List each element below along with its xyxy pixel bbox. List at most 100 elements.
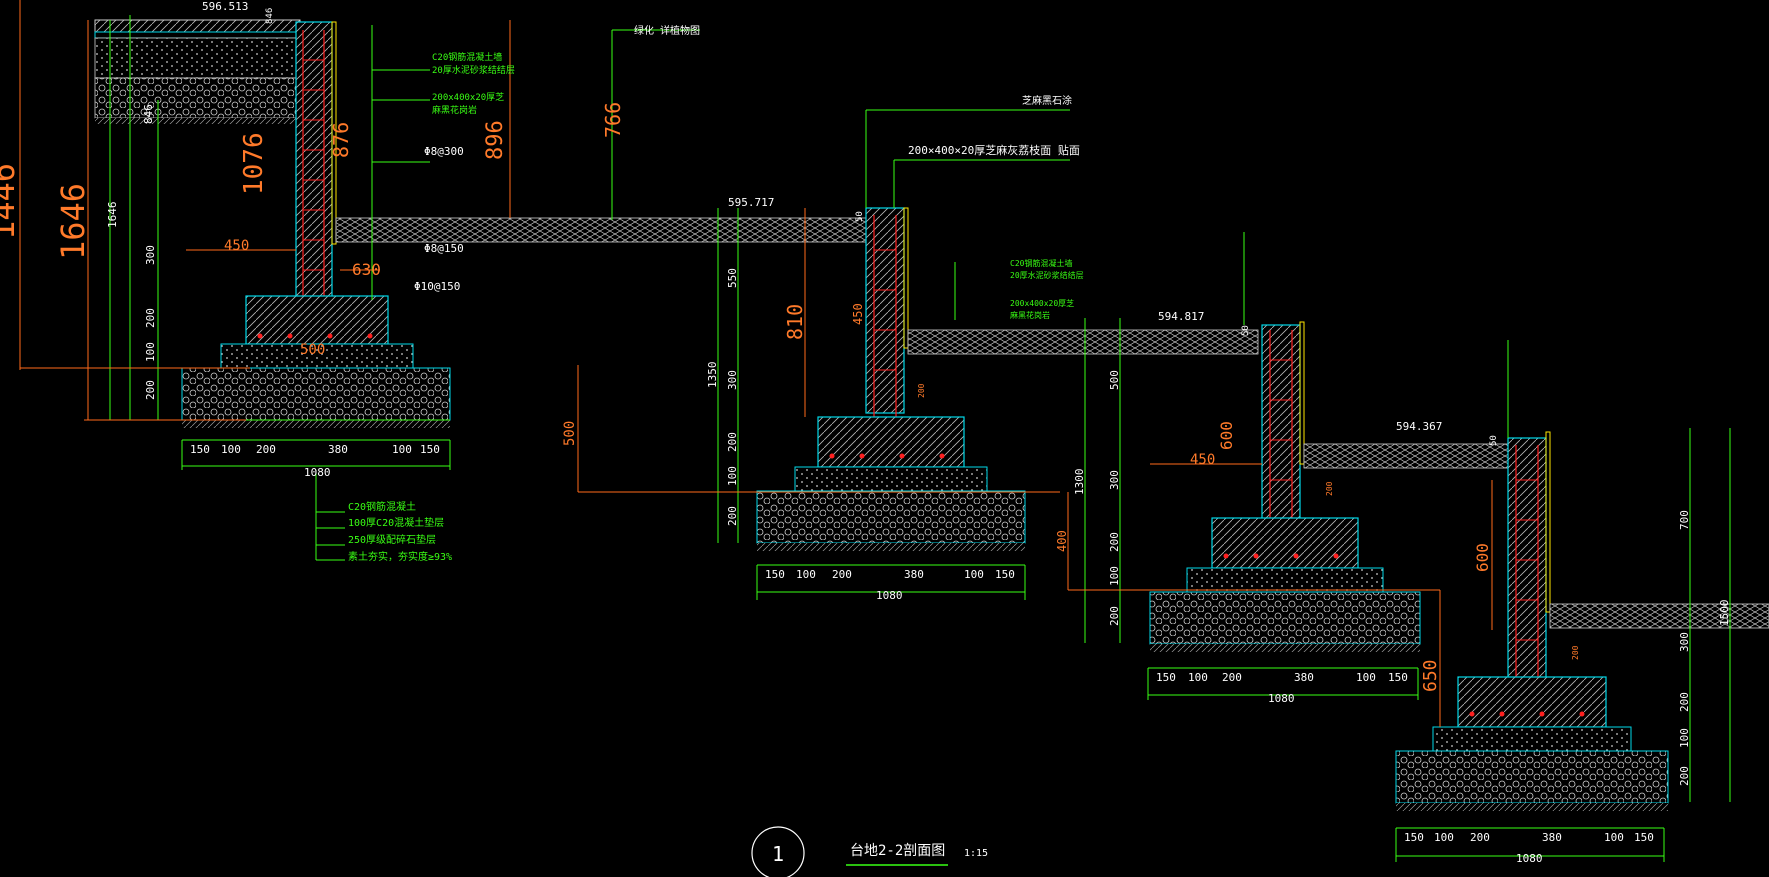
w3-base-380: 380 (1294, 671, 1314, 684)
w1-big-dim-a: 1646 (54, 183, 92, 260)
w1-h-200: 200 (144, 308, 157, 328)
w1-finish-3: 麻黑花岗岩 (432, 104, 477, 116)
wall-3-stem (1261, 324, 1301, 531)
detail-number: 1 (772, 842, 784, 866)
w3-misc-50: 50 (1241, 325, 1251, 336)
wall-4 (1395, 431, 1769, 811)
w3-base-150a: 150 (1156, 671, 1176, 684)
w4-h-100: 100 (1678, 728, 1691, 748)
wall-2 (756, 207, 1259, 551)
w4-h-300: 300 (1678, 632, 1691, 652)
w2-base-380: 380 (904, 568, 924, 581)
w2-misc-500: 500 (562, 421, 578, 446)
w1-rebar-0: Φ8@300 (424, 145, 464, 158)
w2-h-200: 200 (726, 432, 739, 452)
w1-soil-dim: 896 (483, 120, 508, 160)
w1-misc-450: 450 (224, 238, 249, 254)
cap-facing-note: 200×400×20厚芝麻灰荔枝面 贴面 (908, 143, 1080, 157)
w4-base-150b: 150 (1634, 831, 1654, 844)
w3-misc-400: 400 (1055, 530, 1069, 552)
elevation-wall-4: 594.367 (1396, 420, 1442, 433)
w2-base-150b: 150 (995, 568, 1015, 581)
w2-base-100a: 100 (796, 568, 816, 581)
w1-base-200: 200 (256, 443, 276, 456)
w3-base-total: 1080 (1268, 692, 1295, 705)
elevation-wall-1: 596.513 (202, 0, 248, 13)
w2-wall-dim-a: 810 (783, 304, 807, 340)
w1-base-100a: 100 (221, 443, 241, 456)
w2-base-100b: 100 (964, 568, 984, 581)
w1-base-150b: 150 (420, 443, 440, 456)
w3-h-100: 100 (1108, 566, 1121, 586)
w4-misc-200: 200 (1571, 645, 1580, 660)
w4-base-total: 1080 (1516, 852, 1543, 865)
terrace-3 (1303, 443, 1510, 469)
w3-base-100a: 100 (1188, 671, 1208, 684)
w1-wall-dim-a: 876 (329, 122, 353, 158)
w4-wall-dim-b: 650 (1420, 659, 1441, 692)
orange-dimension-lines (19, 0, 1493, 727)
w1-finish-2: 200x400x20厚芝 (432, 91, 504, 103)
wall-4-stem (1507, 437, 1547, 679)
w4-h-700: 700 (1678, 510, 1691, 530)
w2-h-200b: 200 (726, 506, 739, 526)
terrace-4 (1549, 603, 1769, 629)
w1-base-100b: 100 (392, 443, 412, 456)
w3-wall-dim-b: 450 (1190, 452, 1215, 468)
callouts: C20钢筋混凝土墙 20厚水泥砂浆结结层 200x400x20厚芝 麻黑花岗岩 … (348, 24, 1084, 563)
foundation-0: C20钢筋混凝土 (348, 500, 416, 513)
w2-finish-0: C20钢筋混凝土墙 (1010, 258, 1072, 268)
w1-rebar-1: Φ8@150 (424, 242, 464, 255)
foundation-3: 素土夯实，夯实度≥93% (348, 550, 452, 563)
w1-base-380: 380 (328, 443, 348, 456)
wall-2-footing (817, 416, 965, 468)
w2-misc-200: 200 (917, 383, 926, 398)
w1-misc-630: 630 (352, 260, 381, 279)
w4-wall-dim-a: 600 (1473, 543, 1492, 572)
w1-misc-50: 846 (265, 8, 275, 24)
w4-base-150a: 150 (1404, 831, 1424, 844)
title-block: 1 台地2-2剖面图 1:15 (751, 826, 988, 877)
w4-h-200: 200 (1678, 692, 1691, 712)
w2-wall-dim-b: 450 (851, 303, 865, 325)
dimension-text: 596.513 846 876 1076 896 1646 1446 1646 … (0, 0, 1731, 865)
w3-base-200: 200 (1222, 671, 1242, 684)
wall-1-footing (245, 295, 389, 345)
drawing-title: 台地2-2剖面图 (850, 843, 945, 859)
elevation-wall-2: 595.717 (728, 196, 774, 209)
dimension-lines (100, 15, 1731, 862)
w1-h-300: 300 (144, 245, 157, 265)
wall-1-stem (295, 21, 333, 323)
w2-misc-50: 50 (855, 211, 865, 222)
w1-h-200b: 200 (144, 380, 157, 400)
w2-h-300: 300 (726, 370, 739, 390)
w2-finish-3: 麻黑花岗岩 (1010, 310, 1050, 320)
wall-3 (1149, 321, 1510, 652)
w1-misc-846: 846 (142, 104, 155, 124)
w1-wall-dim-b: 1076 (239, 132, 269, 195)
w2-base-200: 200 (832, 568, 852, 581)
w1-finish-1: 20厚水泥砂浆结结层 (432, 64, 515, 76)
w2-h-100: 100 (726, 466, 739, 486)
w3-h-500: 500 (1108, 370, 1121, 390)
w3-wall-dim-a: 600 (1217, 421, 1236, 450)
wall-2-stem (865, 207, 905, 414)
w2-finish-1: 20厚水泥砂浆结结层 (1010, 270, 1084, 280)
w1-h-100: 100 (144, 342, 157, 362)
w3-total: 1300 (1073, 469, 1086, 496)
w3-misc-200: 200 (1325, 481, 1334, 496)
wall-4-footing (1457, 676, 1607, 728)
w3-h-200: 200 (1108, 532, 1121, 552)
w4-base-380: 380 (1542, 831, 1562, 844)
w4-base-100b: 100 (1604, 831, 1624, 844)
wall-1 (94, 19, 867, 428)
stone-cap-note: 芝麻黑石涂 (1022, 94, 1072, 107)
w3-base-100b: 100 (1356, 671, 1376, 684)
w2-h-550: 550 (726, 268, 739, 288)
w3-h-300: 300 (1108, 470, 1121, 490)
w1-finish-0: C20钢筋混凝土墙 (432, 51, 502, 63)
elevation-wall-3: 594.817 (1158, 310, 1204, 323)
w4-base-200: 200 (1470, 831, 1490, 844)
detail-circle (751, 826, 805, 877)
